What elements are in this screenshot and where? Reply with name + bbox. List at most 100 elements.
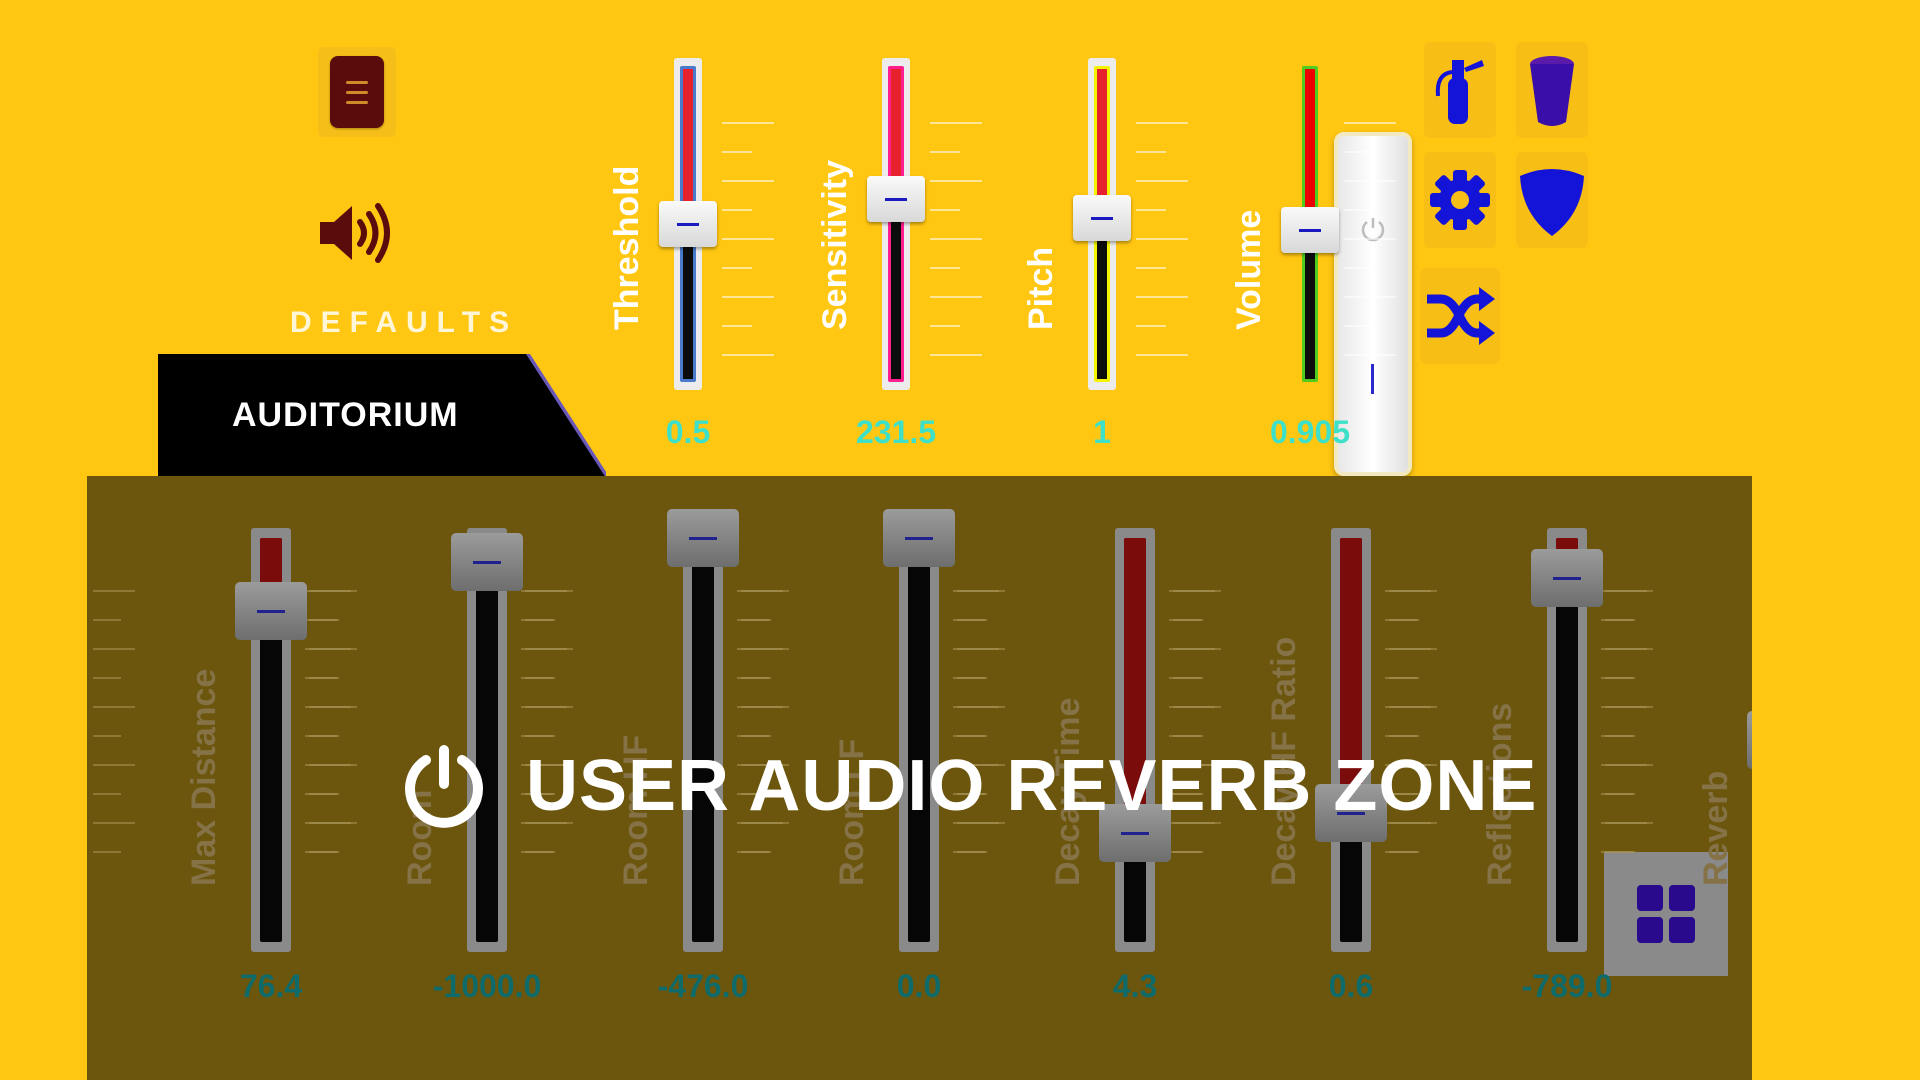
slider-tick: [93, 822, 135, 824]
slider-tick: [1173, 590, 1215, 592]
slider-tick: [722, 238, 774, 240]
slider-value: 0.5: [665, 414, 711, 450]
slider-tick: [93, 677, 121, 679]
settings-button[interactable]: [1424, 152, 1496, 248]
slider-tick: [1173, 706, 1215, 708]
reverb-slider-value: 76.4: [239, 968, 303, 1004]
slider-fill: [683, 69, 693, 227]
shield-button[interactable]: [1516, 152, 1588, 248]
reverb-slider-track[interactable]: [683, 528, 723, 952]
slider-tick: [525, 851, 553, 853]
slider-tick: [1605, 619, 1633, 621]
slider-tick: [93, 590, 135, 592]
slider-tick: [309, 822, 351, 824]
reverb-slider-thumb[interactable]: [1747, 711, 1752, 769]
slider-value: 1: [1093, 414, 1111, 450]
shuffle-icon: [1427, 287, 1495, 345]
slider-tick: [525, 619, 553, 621]
slider-tick: [525, 677, 553, 679]
slider-tick: [741, 648, 783, 650]
defaults-button[interactable]: DEFAULTS: [290, 306, 519, 339]
slider-thumb[interactable]: [659, 201, 717, 247]
menu-button[interactable]: [318, 47, 396, 137]
shuffle-button[interactable]: [1420, 268, 1500, 364]
slider-tick: [741, 735, 769, 737]
slider-tick: [1605, 764, 1647, 766]
slider-tick: [1344, 209, 1374, 211]
reverb-slider-track[interactable]: [899, 528, 939, 952]
slider-tick: [1389, 648, 1431, 650]
slider-tick: [930, 180, 982, 182]
slider-tick: [1605, 822, 1647, 824]
slider-tick: [1344, 238, 1396, 240]
slider-tick: [741, 822, 783, 824]
slider-tick: [1344, 122, 1396, 124]
speaker-icon[interactable]: [316, 200, 392, 266]
slider-tick: [722, 296, 774, 298]
slider-tick: [309, 677, 337, 679]
slider-tick: [957, 648, 999, 650]
slider-tick: [930, 238, 982, 240]
grid-button[interactable]: [1604, 852, 1728, 976]
slider-tick: [741, 764, 783, 766]
reverb-slider-track[interactable]: [467, 528, 507, 952]
slider-tick: [1389, 677, 1417, 679]
reverb-slider-thumb[interactable]: [667, 509, 739, 567]
slider-tick: [1173, 735, 1201, 737]
slider-thumb[interactable]: [1281, 207, 1339, 253]
slider-tick: [957, 793, 985, 795]
slider-thumb[interactable]: [1073, 195, 1131, 241]
cup-button[interactable]: [1516, 42, 1588, 138]
reverb-slider-thumb[interactable]: [1099, 804, 1171, 862]
slider-tick: [957, 822, 999, 824]
slider-tick: [525, 793, 553, 795]
slider-tick: [1389, 706, 1431, 708]
slider-tick: [1605, 793, 1633, 795]
slider-tick: [741, 677, 769, 679]
reverb-slider-thumb[interactable]: [1531, 549, 1603, 607]
reverb-zone-title[interactable]: USER AUDIO REVERB ZONE: [402, 744, 1537, 828]
reverb-slider-thumb[interactable]: [451, 533, 523, 591]
slider-tick: [1136, 151, 1166, 153]
slider-tick: [1136, 209, 1166, 211]
slider-value: 231.5: [855, 414, 937, 450]
slider-tick: [957, 735, 985, 737]
slider-tick: [93, 648, 135, 650]
slider-tick: [1389, 793, 1417, 795]
reverb-slider-value: -: [1703, 968, 1752, 1005]
slider-track[interactable]: [882, 58, 910, 390]
reverb-slider-value: 0.0: [896, 968, 942, 1004]
slider-tick: [1173, 764, 1215, 766]
preset-tab-label: AUDITORIUM: [232, 396, 459, 434]
slider-tick: [1173, 822, 1215, 824]
reverb-slider-value: 0.6: [1328, 968, 1374, 1004]
slider-tick: [1344, 325, 1374, 327]
slider-tick: [741, 619, 769, 621]
power-toggle-switch[interactable]: [1334, 132, 1412, 476]
slider-tick: [1136, 180, 1188, 182]
preset-tab[interactable]: [158, 354, 606, 478]
slider-tick: [93, 851, 121, 853]
reverb-zone-title-text: USER AUDIO REVERB ZONE: [526, 746, 1538, 826]
slider-tick: [1173, 677, 1201, 679]
toggle-indicator: [1371, 364, 1374, 394]
slider-fill: [1124, 538, 1146, 833]
reverb-slider-thumb[interactable]: [883, 509, 955, 567]
slider-tick: [1173, 619, 1201, 621]
reverb-slider-thumb[interactable]: [1315, 784, 1387, 842]
reverb-slider-thumb[interactable]: [235, 582, 307, 640]
slider-tick: [1605, 851, 1633, 853]
reverb-slider-track[interactable]: [1115, 528, 1155, 952]
slider-tick: [1389, 619, 1417, 621]
slider-tick: [1389, 822, 1431, 824]
shield-icon: [1520, 169, 1584, 236]
slider-tick: [1344, 151, 1374, 153]
reverb-slider-track[interactable]: [1331, 528, 1371, 952]
slider-tick: [930, 122, 982, 124]
slider-tick: [309, 619, 337, 621]
grid-icon: [1637, 885, 1695, 943]
slider-tick: [309, 851, 337, 853]
slider-thumb[interactable]: [867, 176, 925, 222]
extinguisher-button[interactable]: [1424, 42, 1496, 138]
